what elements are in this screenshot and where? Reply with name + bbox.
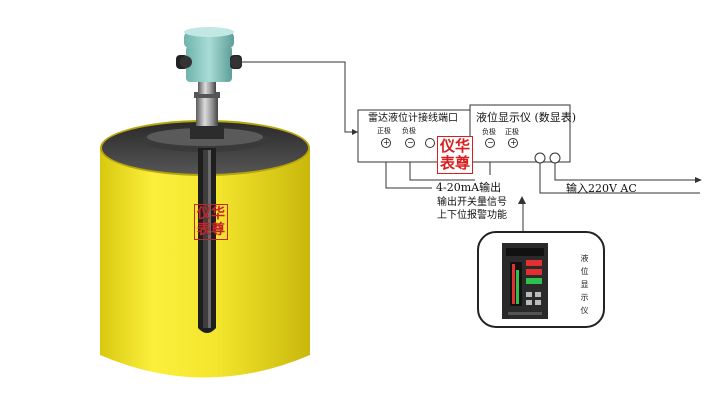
signal-output-label: 4-20mA输出 [436, 181, 502, 194]
terminal-negative-sensor [405, 138, 415, 148]
meter-caption: 液位显示仪 [580, 254, 589, 315]
display-box-title: 液位显示仪 (数显表) [476, 111, 577, 124]
wiring [242, 61, 700, 238]
plus-symbol-display: + [510, 138, 517, 147]
terminal-positive-display [508, 138, 518, 148]
display-negative-label: 负极 [482, 128, 496, 136]
brand-stamp-center: 仪华 表尊 [437, 136, 474, 174]
display-box [469, 104, 571, 163]
plus-symbol: + [383, 138, 390, 147]
alarm-function-label: 上下位报警功能 [437, 210, 507, 221]
minus-symbol: − [407, 138, 414, 147]
signal-arrow-up [518, 196, 526, 204]
terminal-positive-label: 正极 [377, 127, 391, 135]
terminal-power-n [549, 152, 561, 164]
level-display-meter [477, 231, 605, 328]
switch-signal-label: 输出开关量信号 [437, 197, 507, 208]
radar-probe-rod [198, 148, 216, 333]
power-input-label: 输入220V AC [566, 182, 637, 195]
terminal-positive-sensor [381, 138, 391, 148]
brand-stamp-tank: 仪华 表尊 [194, 204, 228, 240]
radar-level-sensor [176, 27, 242, 139]
terminal-aux-sensor [425, 138, 435, 148]
terminal-negative-label: 负极 [402, 127, 416, 135]
display-positive-label: 正极 [505, 128, 519, 136]
terminal-box-title: 雷达液位计接线端口 [368, 113, 458, 124]
minus-symbol-display: − [487, 138, 494, 147]
power-arrow [695, 177, 702, 183]
terminal-negative-display [485, 138, 495, 148]
terminal-power-l [534, 152, 546, 164]
